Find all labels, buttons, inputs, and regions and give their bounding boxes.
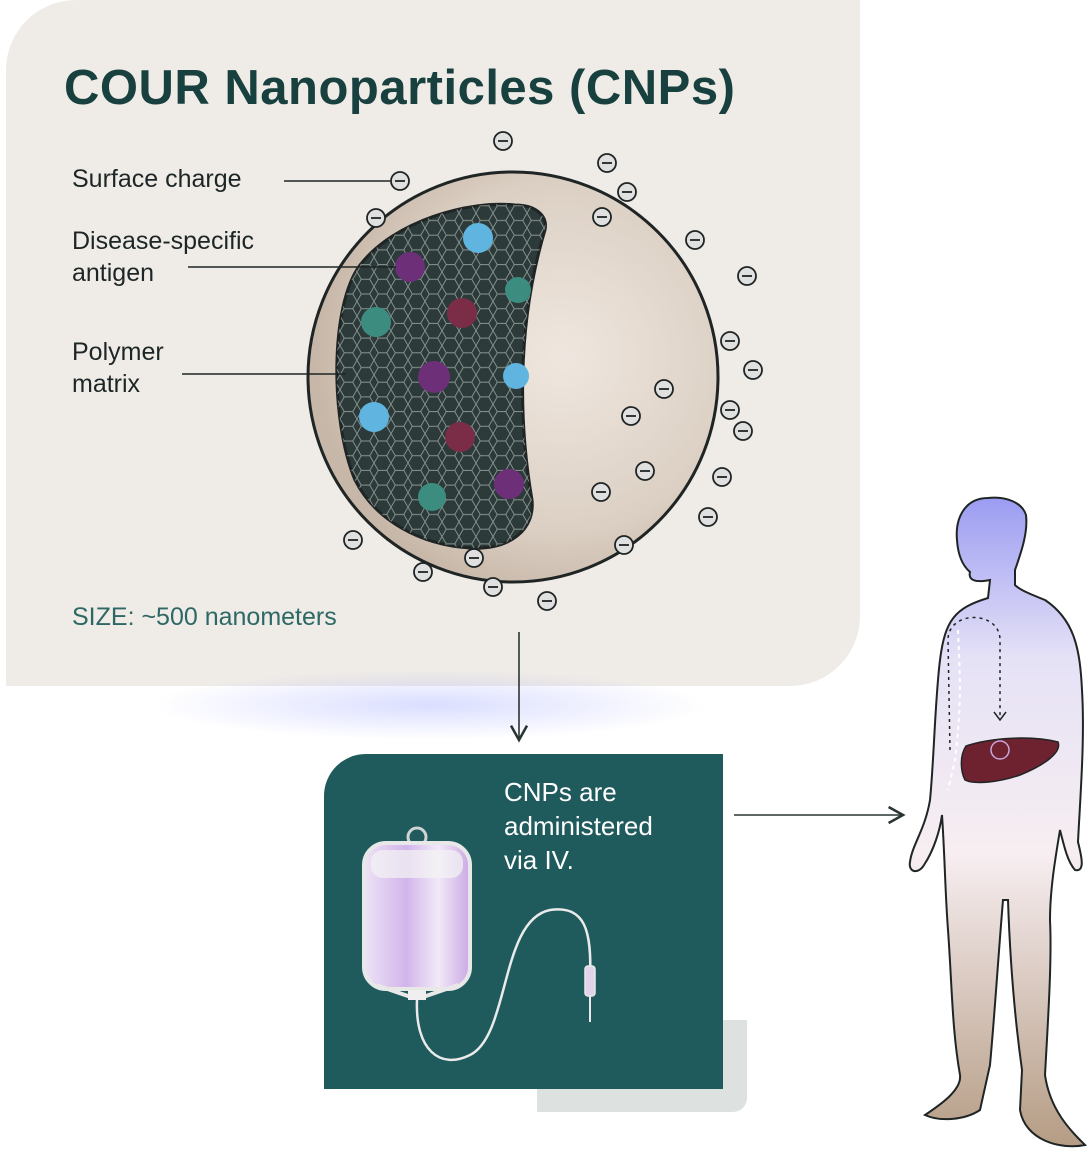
human-body-icon [908,496,1088,1148]
negative-charge-icons [343,131,763,611]
negative-charge-icon [617,182,637,202]
label-polymer-line2: matrix [72,370,141,398]
negative-charge-icon [654,379,674,399]
antigen-blue [359,402,389,432]
antigen-green [418,483,446,511]
antigen-purple [395,252,425,282]
antigen-group [359,223,531,511]
iv-card-line3: via IV. [504,845,574,875]
iv-bag-icon [362,826,596,1061]
negative-charge-icon [733,421,753,441]
size-label: SIZE: ~500 nanometers [72,603,337,631]
label-polymer-matrix: Polymer matrix [72,336,164,400]
negative-charge-icon [635,461,655,481]
antigen-purple [418,361,450,393]
iv-card-text: CNPs are administered via IV. [504,775,714,877]
negative-charge-icon [537,591,557,611]
label-antigen-line1: Disease-specific [72,227,255,255]
antigen-blue [503,363,529,389]
negative-charge-icon [493,131,513,151]
negative-charge-icon [366,208,386,228]
negative-charge-icon [685,230,705,250]
label-surface-charge: Surface charge [72,165,242,193]
negative-charge-icon [737,266,757,286]
negative-charge-icon [712,467,732,487]
panel-glow [150,670,710,740]
antigen-green [505,277,531,303]
negative-charge-icon [343,530,363,550]
negative-charge-icon [621,406,641,426]
liver-icon [960,737,1060,784]
negative-charge-icon [597,153,617,173]
negative-charge-icon [591,482,611,502]
negative-charge-icon [698,507,718,527]
label-polymer-line1: Polymer [72,338,164,366]
iv-card-line1: CNPs are [504,777,617,807]
iv-card-line2: administered [504,811,653,841]
negative-charge-icon [743,360,763,380]
negative-charge-icon [464,548,484,568]
negative-charge-icon [483,577,503,597]
antigen-purple [494,469,524,499]
label-antigen: Disease-specific antigen [72,225,254,289]
antigen-maroon [447,298,477,328]
antigen-maroon [445,422,475,452]
negative-charge-icon [720,331,740,351]
negative-charge-icon [720,400,740,420]
negative-charge-icon [614,535,634,555]
negative-charge-icon [413,562,433,582]
label-antigen-line2: antigen [72,259,155,287]
page-title: COUR Nanoparticles (CNPs) [64,61,736,115]
antigen-blue [463,223,493,253]
antigen-green [361,307,391,337]
negative-charge-icon [390,171,410,191]
negative-charge-icon [592,207,612,227]
